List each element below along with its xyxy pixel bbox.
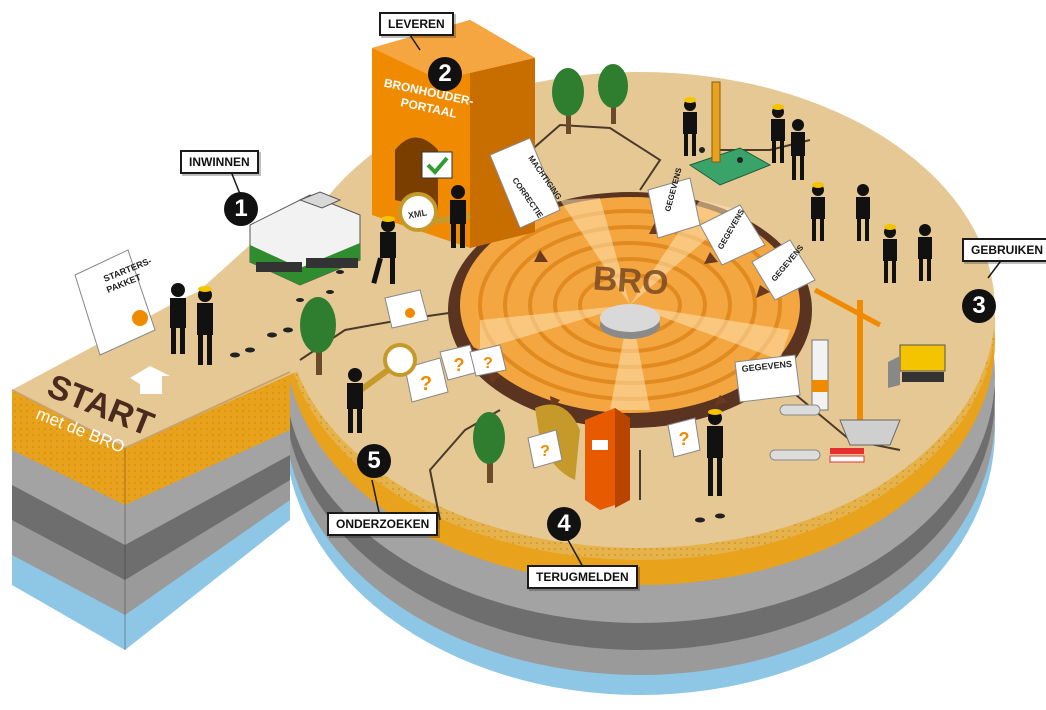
callout-onderzoeken-label: ONDERZOEKEN (336, 517, 430, 531)
callout-leaders (231, 31, 1004, 568)
measurement-site-icon (688, 81, 772, 186)
person-icon (347, 368, 363, 433)
doc-starterspakket: STARTERS- PAKKET (74, 249, 156, 356)
tree-icon (598, 64, 628, 124)
doc-registration (384, 289, 429, 329)
person-icon (883, 226, 897, 283)
svg-text:?: ? (454, 355, 465, 375)
callout-inwinnen-label: INWINNEN (189, 155, 250, 169)
doc-gegevens-4: GEGEVENS (734, 354, 801, 403)
mailbox-icon (585, 408, 630, 510)
person-icon (791, 119, 805, 180)
doc-xml-label: XML (407, 207, 428, 220)
footprints (230, 270, 725, 523)
pipes-icon (769, 404, 821, 461)
person-icon (170, 283, 186, 354)
step-badge-5: 5 (357, 444, 391, 478)
person-icon (918, 224, 932, 281)
hard-hats (198, 97, 896, 415)
svg-text:?: ? (483, 355, 493, 372)
survey-truck-icon (249, 191, 361, 286)
callout-inwinnen: INWINNEN (180, 150, 259, 174)
tree-icon (473, 412, 505, 483)
callout-gebruiken: GEBRUIKEN (962, 238, 1046, 262)
doc-question: ? (469, 344, 507, 377)
callout-leveren-label: LEVEREN (388, 17, 445, 31)
step-badge-4: 4 (547, 507, 581, 541)
doc-gegevens-3: GEGEVENS (751, 239, 816, 301)
center-label: BRO (592, 259, 670, 302)
person-icon (707, 411, 723, 496)
bulldozer-icon (888, 344, 946, 388)
callout-terugmelden: TERUGMELDEN (527, 565, 638, 589)
person-icon (450, 185, 466, 248)
svg-text:?: ? (540, 443, 550, 460)
start-block (11, 245, 300, 650)
svg-text:?: ? (679, 429, 690, 449)
callout-onderzoeken: ONDERZOEKEN (327, 512, 439, 536)
tree-icon (300, 297, 336, 375)
tower-icon (811, 339, 829, 411)
callout-terugmelden-label: TERUGMELDEN (536, 570, 629, 584)
callout-gebruiken-label: GEBRUIKEN (971, 243, 1044, 257)
doc-gegevens-2: GEGEVENS (699, 204, 766, 266)
step-badge-3: 3 (962, 289, 996, 323)
crane-icon (813, 287, 901, 446)
person-icon (856, 184, 870, 241)
barrier-icon (829, 448, 865, 463)
svg-text:?: ? (420, 373, 432, 395)
tree-icon (552, 68, 584, 134)
magnifier-icon (356, 343, 417, 395)
step-badge-1: 1 (224, 192, 258, 226)
doc-question: ? (404, 357, 449, 403)
doc-question: ? (527, 429, 563, 469)
step-badge-2: 2 (428, 57, 462, 91)
callout-leveren: LEVEREN (379, 12, 454, 36)
doc-question: ? (667, 417, 701, 458)
